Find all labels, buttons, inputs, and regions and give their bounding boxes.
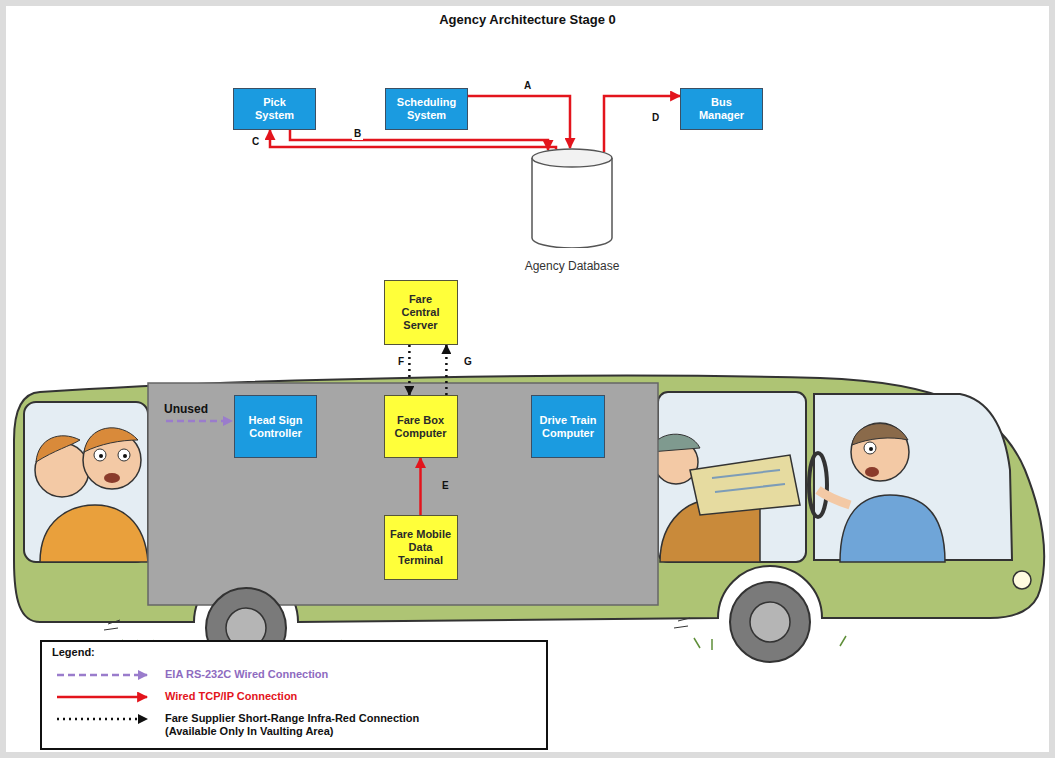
node-label: Agency Database [525,259,620,273]
connector-letter: E [440,480,451,492]
connector [419,458,422,515]
node-label: Fare Mobile Data Terminal [389,528,453,567]
diagram-title: Agency Architecture Stage 0 [0,12,1055,27]
legend-entry: Fare Supplier Short-Range Infra-Red Conn… [55,712,465,738]
system-box: Fare Box Computer [384,395,458,458]
node-label: Fare Central Server [389,293,453,332]
legend-entry: EIA RS-232C Wired Connection [55,668,328,682]
connector [445,345,448,395]
wheel [730,582,810,662]
system-box: Pick System [233,88,316,130]
system-box: Fare Mobile Data Terminal [384,515,458,580]
steering-wheel [809,453,827,517]
bus-window [24,402,148,562]
node-label: Bus Manager [691,96,753,122]
connector-letter: G [462,356,474,368]
legend-heading: Legend: [52,646,95,658]
page-frame [3,3,1052,755]
legend-line-sample [55,668,151,682]
legend-line-sample [55,712,151,726]
headlight [1013,571,1031,589]
system-box: Drive Train Computer [531,395,605,458]
legend-text: Fare Supplier Short-Range Infra-Red Conn… [165,712,465,738]
equipment-panel [148,383,658,605]
connector-letter: F [396,356,406,368]
bus-body [14,376,1044,622]
legend-line-sample [55,690,151,704]
unused-note: Unused [164,402,208,416]
connector-letter: C [250,136,261,148]
connector [604,96,680,152]
connector-letter: B [352,128,363,140]
connector [270,130,556,149]
node-label: Fare Box Computer [389,414,453,440]
connector-letter: A [522,80,533,92]
system-box: Fare Central Server [384,280,458,345]
node-label: Scheduling System [396,96,458,122]
legend-entry: Wired TCP/IP Connection [55,690,297,704]
connector [408,345,411,395]
cylinder-outline [512,148,632,248]
system-box: Bus Manager [680,88,763,130]
connector-letter: D [650,112,661,124]
driver [809,423,945,562]
database-cylinder: Agency Database [512,148,632,273]
legend-text: EIA RS-232C Wired Connection [165,668,328,681]
map [690,455,800,515]
node-label: Drive Train Computer [536,414,600,440]
system-box: Scheduling System [385,88,468,130]
legend-text: Wired TCP/IP Connection [165,690,297,703]
node-label: Pick System [244,96,306,122]
bus [14,376,1044,668]
unused-serial-link [166,420,232,423]
system-box: Head Sign Controller [234,395,317,458]
node-label: Head Sign Controller [244,414,308,440]
motion-lines [104,618,690,630]
